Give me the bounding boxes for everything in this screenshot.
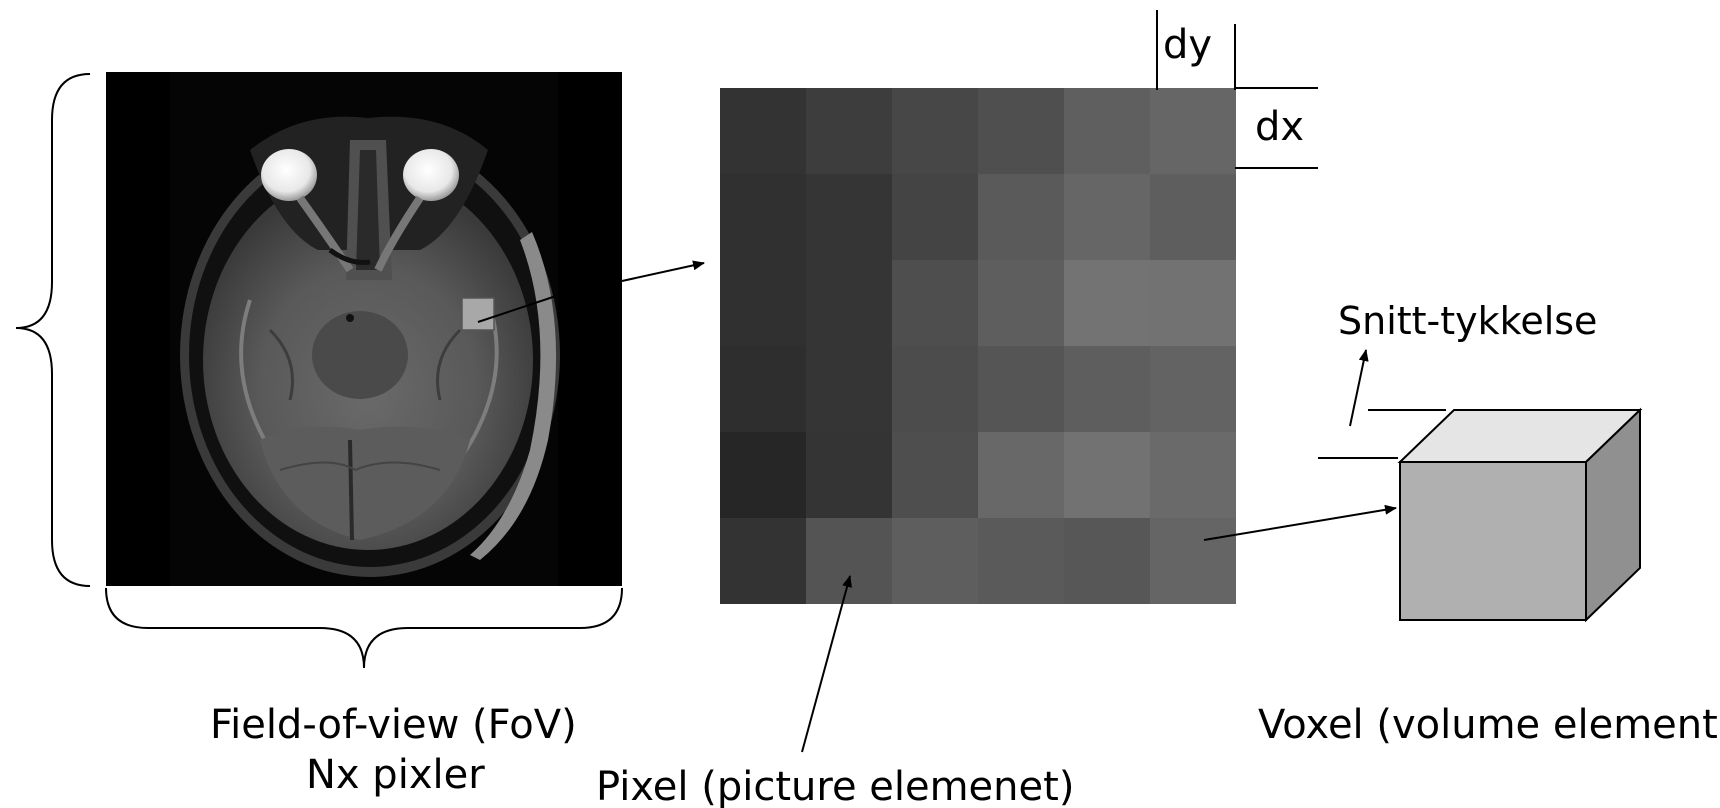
- highlighted-pixel-box: [461, 297, 495, 331]
- pixel-cell: [892, 88, 978, 174]
- pixel-label: Pixel (picture elemenet): [596, 764, 1074, 808]
- slice-thickness-marker: [1318, 349, 1446, 459]
- pixel-cell: [978, 432, 1064, 518]
- dy-label: dy: [1163, 22, 1212, 68]
- pixel-cell: [720, 518, 806, 604]
- pixel-cell: [806, 88, 892, 174]
- pixel-cell: [1150, 88, 1236, 174]
- pixel-cell: [806, 432, 892, 518]
- pixel-cell: [978, 260, 1064, 346]
- dx-label: dx: [1255, 104, 1304, 150]
- pixel-cell: [892, 174, 978, 260]
- left-eye-icon: [261, 149, 317, 201]
- pixel-cell: [806, 518, 892, 604]
- pixel-cell: [892, 346, 978, 432]
- pixel-cell: [806, 260, 892, 346]
- pixel-cell: [892, 432, 978, 518]
- pixel-cell: [720, 260, 806, 346]
- pixel-cell: [1064, 174, 1150, 260]
- fov-bottom-brace: [105, 587, 623, 669]
- pixel-cell: [1064, 260, 1150, 346]
- pixel-cell: [806, 346, 892, 432]
- zoom-arrow: [477, 295, 557, 323]
- pixel-cell: [720, 174, 806, 260]
- pixel-cell: [1150, 346, 1236, 432]
- mri-brain-image: [106, 72, 622, 586]
- pixel-cell: [1064, 432, 1150, 518]
- pixel-cell: [1150, 518, 1236, 604]
- pixel-cell: [978, 88, 1064, 174]
- pixel-cell: [720, 432, 806, 518]
- pixel-cell: [978, 174, 1064, 260]
- voxel-arrow: [1203, 504, 1397, 541]
- voxel-cube-icon: [1397, 407, 1643, 623]
- pixel-cell: [1150, 260, 1236, 346]
- pixel-cell: [1150, 432, 1236, 518]
- fov-label-line2: Nx pixler: [306, 752, 485, 798]
- pixel-cell: [892, 518, 978, 604]
- fov-left-brace: [15, 73, 91, 587]
- pixel-cell: [1064, 518, 1150, 604]
- pixel-cell: [806, 174, 892, 260]
- slice-thickness-label: Snitt-tykkelse: [1338, 299, 1597, 343]
- dy-marker: [1156, 10, 1236, 90]
- pixel-cell: [720, 346, 806, 432]
- pixel-cell: [720, 88, 806, 174]
- right-eye-icon: [403, 149, 459, 201]
- pixel-cell: [892, 260, 978, 346]
- dx-marker: [1235, 87, 1318, 169]
- pixel-grid: [720, 88, 1236, 604]
- pixel-cell: [1064, 88, 1150, 174]
- fov-label-line1: Field-of-view (FoV): [210, 702, 577, 748]
- pixel-cell: [978, 518, 1064, 604]
- voxel-label: Voxel (volume element): [1258, 702, 1720, 748]
- pixel-cell: [978, 346, 1064, 432]
- pixel-cell: [1150, 174, 1236, 260]
- pixel-cell: [1064, 346, 1150, 432]
- pixel-arrow: [801, 575, 852, 753]
